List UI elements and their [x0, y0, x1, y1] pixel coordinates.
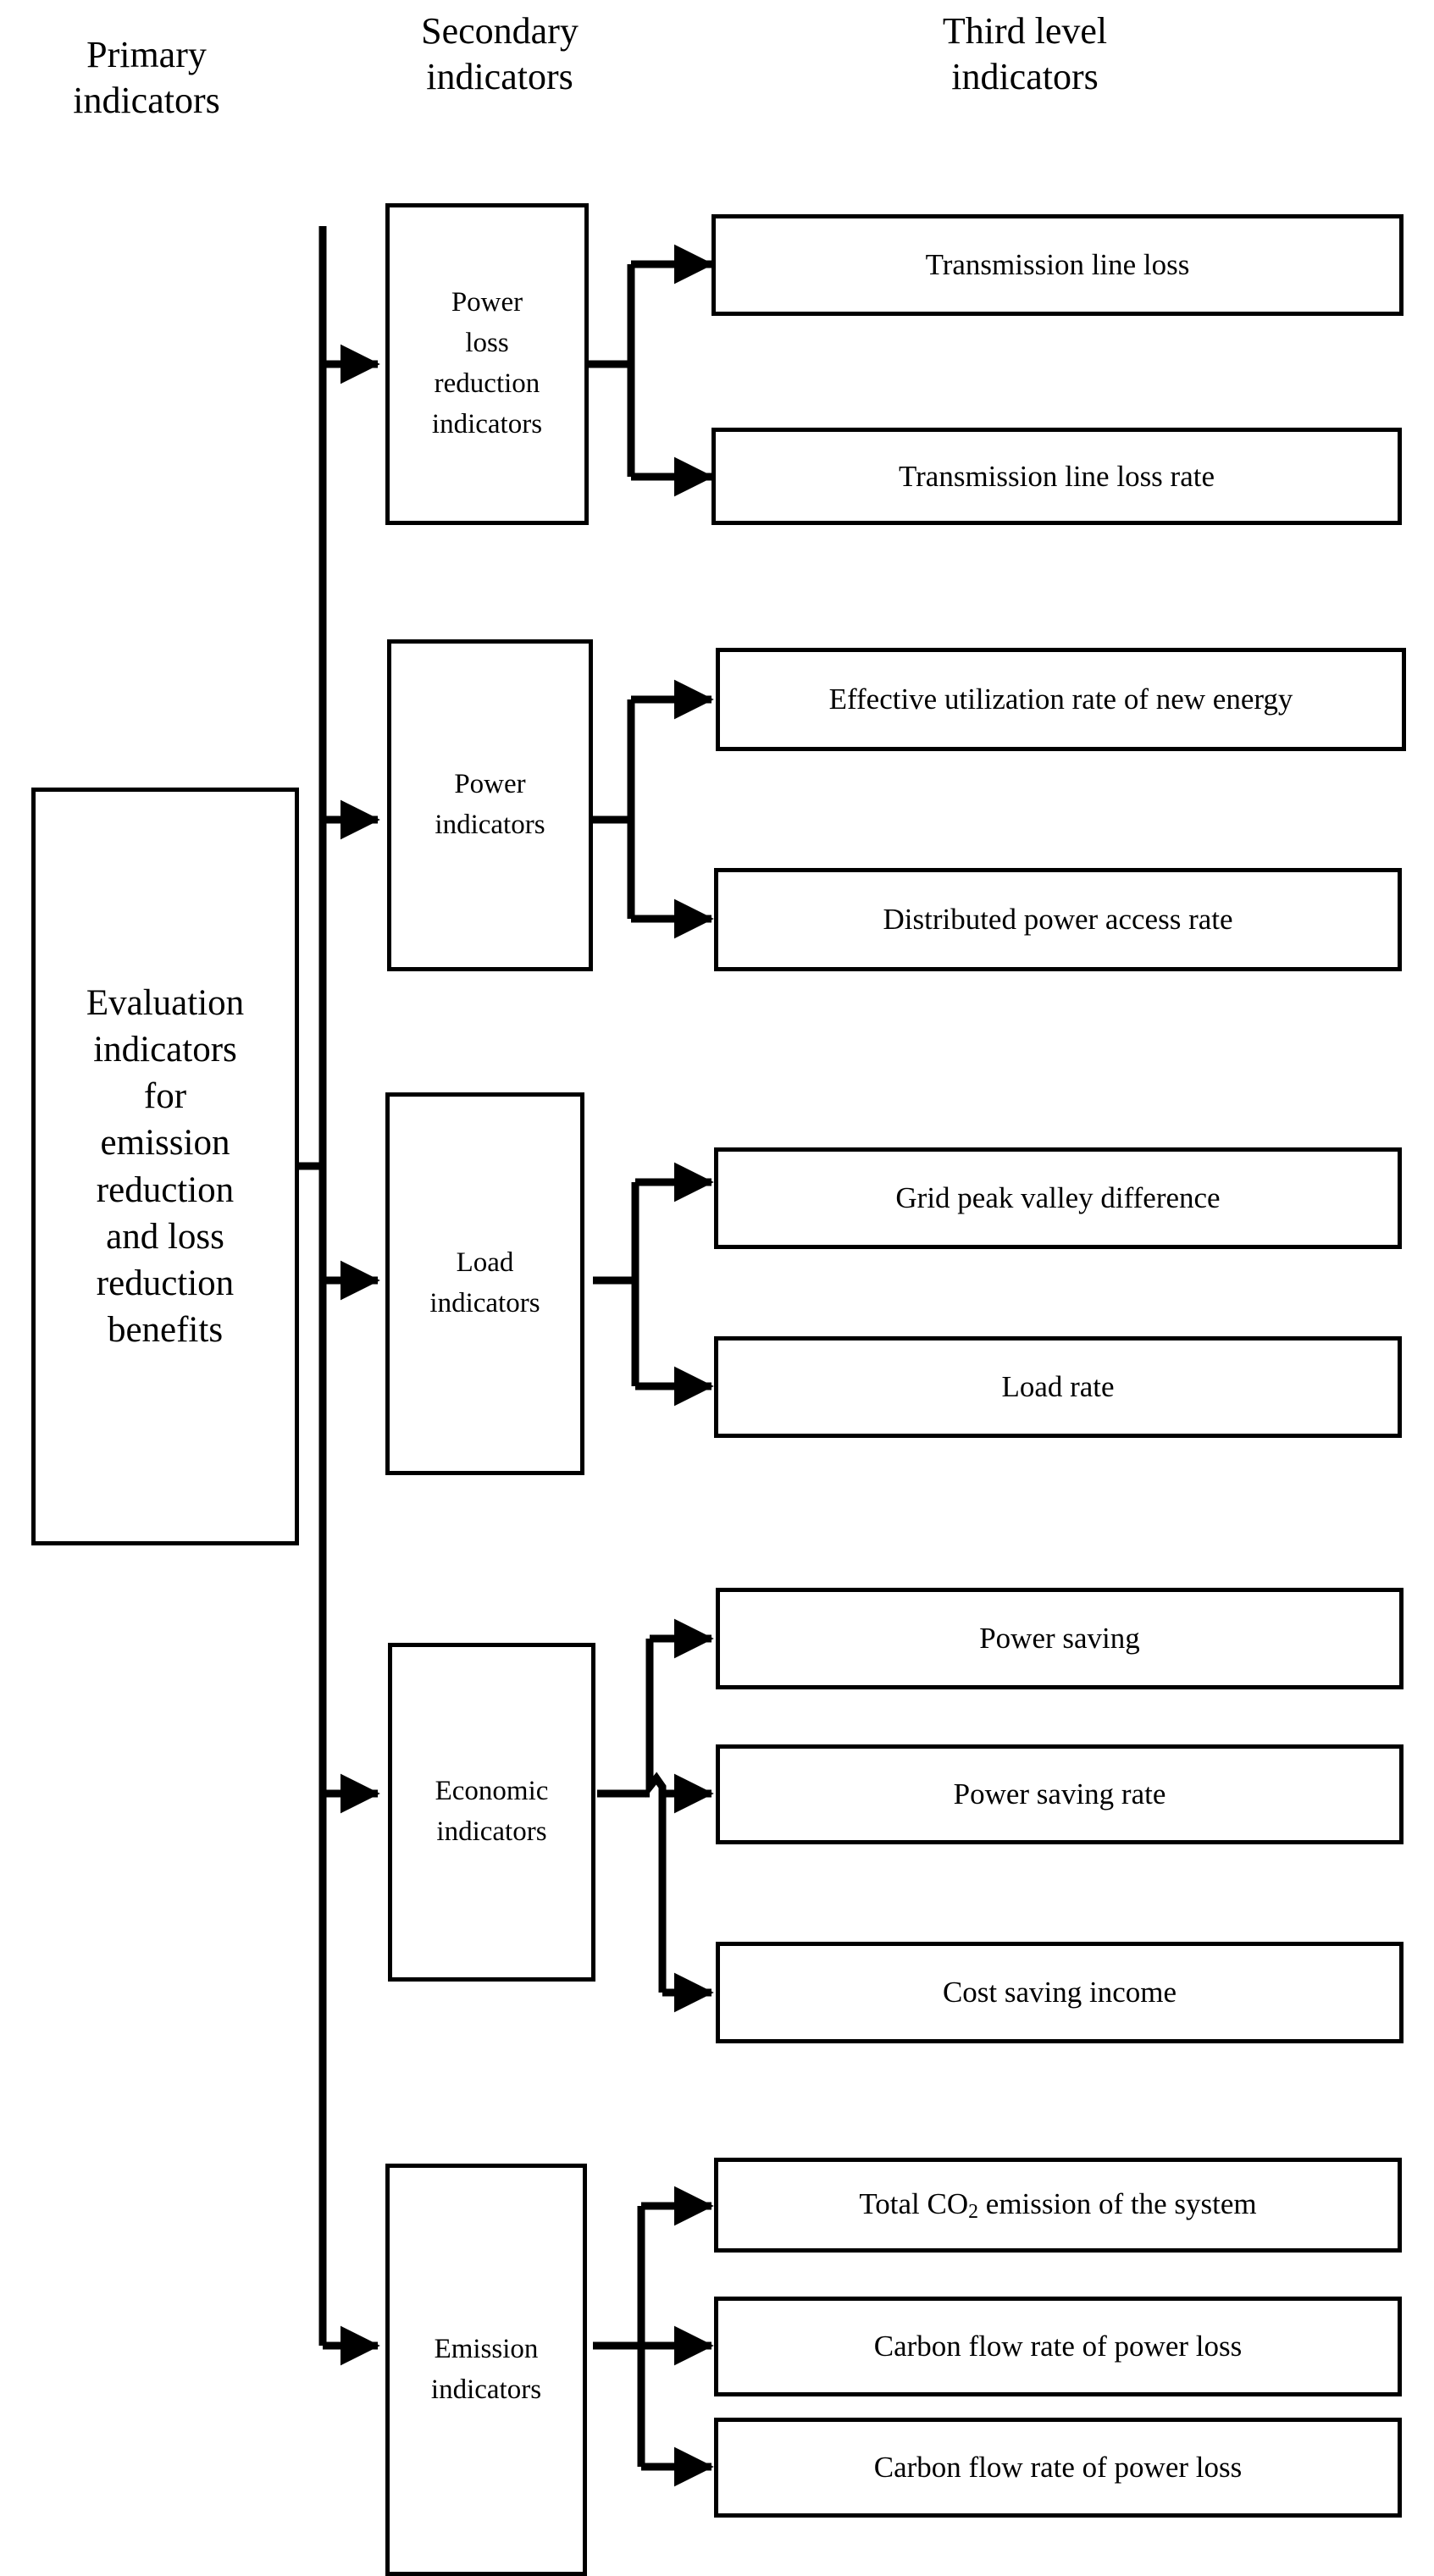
node-effective-utilization-rate-of-new-energy[interactable]: Effective utilization rate of new energy [716, 648, 1406, 751]
column-header-secondary: Secondary indicators [421, 10, 579, 97]
node-load-indicators-label: Load indicators [429, 1247, 540, 1318]
node-power-saving-rate-label: Power saving rate [953, 1777, 1166, 1810]
node-load-rate-label: Load rate [1001, 1370, 1115, 1403]
node-distributed-power-access-rate[interactable]: Distributed power access rate [714, 868, 1402, 971]
node-transmission-line-loss-rate-label: Transmission line loss rate [898, 459, 1215, 493]
node-transmission-line-loss-rate[interactable]: Transmission line loss rate [711, 428, 1402, 525]
node-emission-indicators-label: Emission indicators [430, 2333, 542, 2405]
node-economic-indicators[interactable]: Economic indicators [388, 1643, 595, 1982]
node-total-co2-emission-of-the-system-label: Total CO2 emission of the system [859, 2186, 1257, 2223]
node-power-indicators-label: Power indicators [435, 769, 545, 840]
node-root-label: Evaluation indicators for emission reduc… [86, 983, 245, 1350]
node-cost-saving-income-label: Cost saving income [942, 1976, 1177, 2009]
node-transmission-line-loss[interactable]: Transmission line loss [711, 214, 1404, 316]
node-power-indicators[interactable]: Power indicators [387, 639, 593, 971]
node-power-loss-reduction-indicators-label: Power loss reduction indicators [431, 287, 543, 439]
node-cost-saving-income[interactable]: Cost saving income [716, 1942, 1404, 2043]
node-power-saving-label: Power saving [979, 1622, 1140, 1655]
node-load-rate[interactable]: Load rate [714, 1336, 1402, 1438]
node-root[interactable]: Evaluation indicators for emission reduc… [31, 788, 299, 1545]
node-grid-peak-valley-difference-label: Grid peak valley difference [895, 1181, 1221, 1214]
node-power-saving-rate[interactable]: Power saving rate [716, 1744, 1404, 1844]
node-effective-utilization-rate-of-new-energy-label: Effective utilization rate of new energy [828, 683, 1293, 716]
node-carbon-flow-rate-of-power-loss-2[interactable]: Carbon flow rate of power loss [714, 2418, 1402, 2518]
node-economic-indicators-label: Economic indicators [435, 1776, 549, 1847]
node-carbon-flow-rate-of-power-loss-2-label: Carbon flow rate of power loss [873, 2451, 1243, 2484]
column-header-third-level: Third level indicators [942, 10, 1108, 97]
node-transmission-line-loss-label: Transmission line loss [925, 248, 1190, 281]
node-total-co2-emission-of-the-system[interactable]: Total CO2 emission of the system [714, 2158, 1402, 2253]
column-header-primary: Primary indicators [73, 34, 220, 121]
node-grid-peak-valley-difference[interactable]: Grid peak valley difference [714, 1147, 1402, 1249]
node-distributed-power-access-rate-label: Distributed power access rate [883, 903, 1233, 936]
node-carbon-flow-rate-of-power-loss-1-label: Carbon flow rate of power loss [873, 2330, 1243, 2363]
node-power-loss-reduction-indicators[interactable]: Power loss reduction indicators [385, 203, 589, 525]
node-carbon-flow-rate-of-power-loss-1[interactable]: Carbon flow rate of power loss [714, 2297, 1402, 2396]
node-emission-indicators[interactable]: Emission indicators [385, 2164, 587, 2576]
node-load-indicators[interactable]: Load indicators [385, 1092, 584, 1475]
node-power-saving[interactable]: Power saving [716, 1588, 1404, 1689]
